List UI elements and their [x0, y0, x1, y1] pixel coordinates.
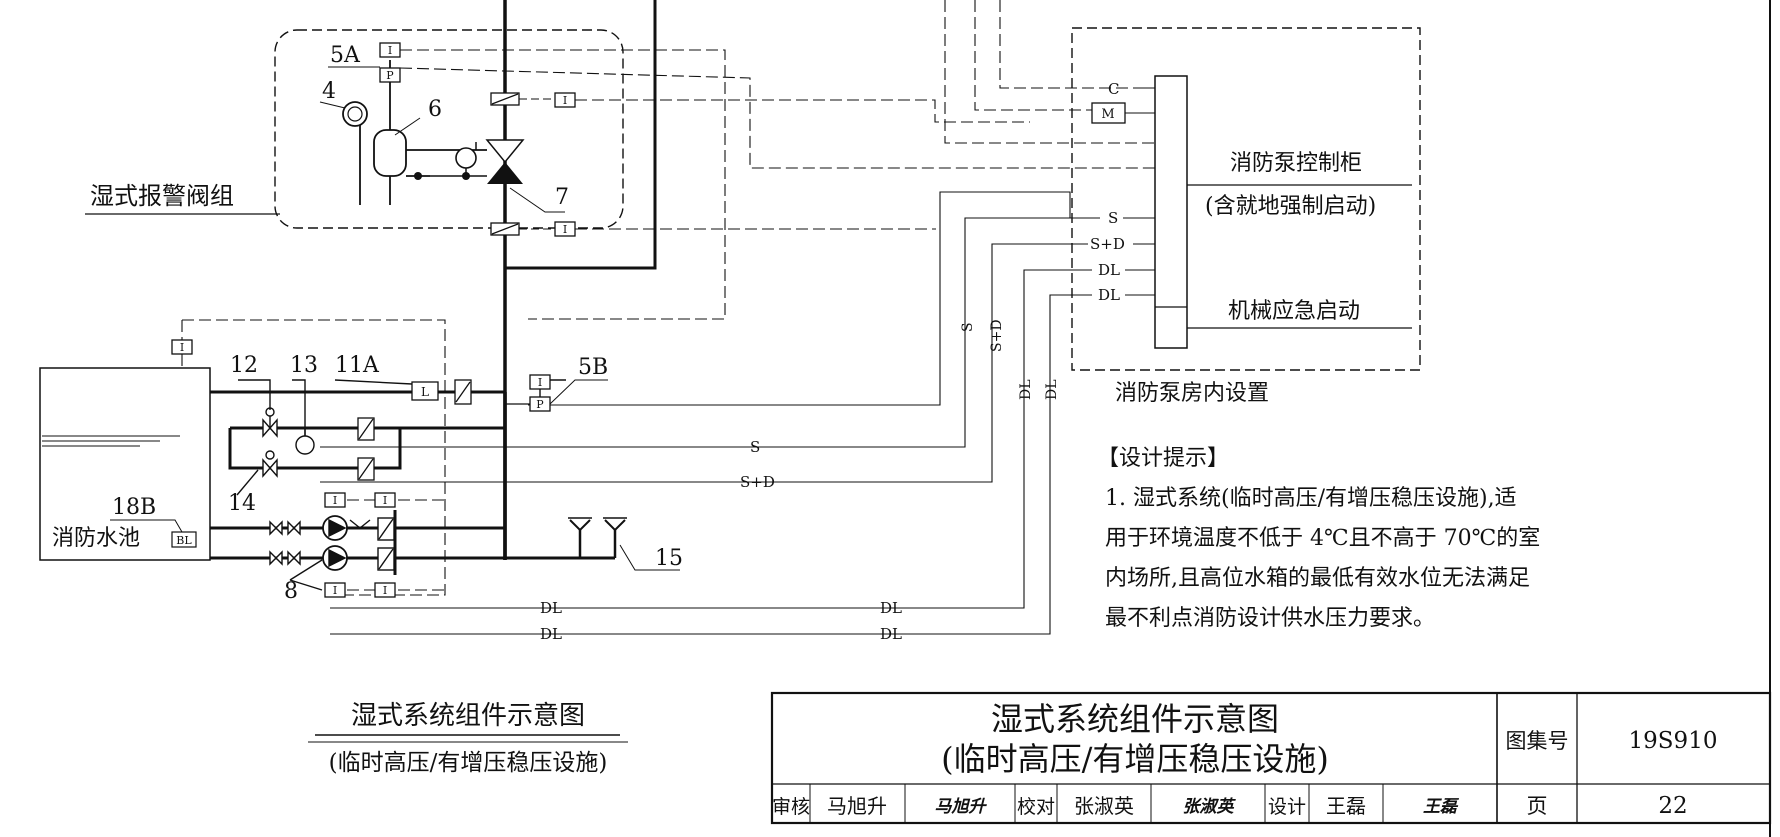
checker-signature: 张淑英 [1183, 797, 1237, 817]
reviewer-signature: 马旭升 [935, 797, 988, 817]
retard-chamber [373, 129, 407, 177]
suction-piping: L [210, 379, 680, 575]
upper-flow-switch [490, 92, 520, 106]
pump-status-tags [324, 492, 396, 598]
design-tips-heading: 【设计提示】 [1097, 446, 1229, 471]
callout-5a: 5A [330, 43, 361, 68]
atlas-label: 图集号 [1506, 729, 1569, 753]
design-tips-line-4: 最不利点消防设计供水压力要求。 [1105, 606, 1435, 631]
page-number: 22 [1658, 793, 1687, 819]
design-tips-line-1: 1. 湿式系统(临时高压/有增压稳压设施),适 [1105, 486, 1517, 511]
cabinet-input-s: S [1108, 209, 1118, 227]
callout-6: 6 [428, 97, 442, 122]
signal-dl-vertical-2: DL [1044, 379, 1060, 400]
signal-dl-a2: DL [880, 599, 902, 617]
page-label: 页 [1527, 794, 1548, 818]
design-tips: 【设计提示】 1. 湿式系统(临时高压/有增压稳压设施),适 用于环境温度不低于… [1097, 446, 1540, 631]
signal-s-vertical: S [960, 322, 976, 332]
valve-group-label: 湿式报警阀组 [90, 182, 234, 210]
fire-pumps [269, 515, 395, 591]
pool-sensor-tag: BL [176, 534, 192, 547]
callout-4: 4 [322, 79, 336, 104]
signal-dl-vertical-1: DL [1018, 379, 1034, 400]
title-block-subtitle: (临时高压/有增压稳压设施) [941, 740, 1329, 778]
signal-s-horizontal: S [750, 438, 760, 456]
control-cabinet-area: C M 消防泵控制柜 (含就地强制启动) 机械应急启动 消防泵房内设置 S S+… [1071, 27, 1421, 406]
tag-p-5b: P [536, 398, 544, 411]
caption-subtitle: (临时高压/有增压稳压设施) [329, 750, 608, 776]
signal-lines [181, 0, 1160, 596]
atlas-number: 19S910 [1629, 728, 1718, 754]
callout-18b: 18B [112, 495, 156, 520]
signal-dl-b2: DL [880, 625, 902, 643]
title-block-title: 湿式系统组件示意图 [991, 700, 1279, 738]
mechanical-start-label: 机械应急启动 [1228, 299, 1360, 324]
flow-switch-tags [519, 92, 576, 237]
cabinet-input-dl2: DL [1098, 286, 1120, 304]
callout-14: 14 [228, 491, 256, 516]
cabinet-input-c: C [1108, 80, 1119, 98]
callout-11a: 11A [335, 353, 380, 378]
callout-8: 8 [284, 579, 298, 604]
designer-signature: 王磊 [1423, 797, 1460, 817]
pressure-switch-5b: P 5B [505, 355, 608, 412]
signal-dl-a1: DL [540, 599, 562, 617]
review-label: 审核 [772, 796, 810, 818]
cabinet-subtitle: (含就地强制启动) [1205, 194, 1376, 219]
design-tips-line-2: 用于环境温度不低于 4℃且不高于 70℃的室 [1105, 526, 1540, 551]
signal-sd-horizontal: S+D [740, 473, 775, 491]
design-tips-line-3: 内场所,且高位水箱的最低有效水位无法满足 [1105, 566, 1530, 591]
caption-title: 湿式系统组件示意图 [351, 701, 585, 731]
callout-5b: 5B [578, 355, 608, 380]
pressure-gauge-4 [342, 101, 368, 127]
title-block: 湿式系统组件示意图 (临时高压/有增压稳压设施) 图集号 19S910 页 22… [770, 691, 1772, 825]
lower-flow-switch [490, 222, 520, 236]
cabinet-input-dl1: DL [1098, 261, 1120, 279]
control-wiring [320, 191, 1155, 635]
cabinet-title: 消防泵控制柜 [1230, 151, 1362, 176]
pump-room-boundary [1071, 27, 1421, 371]
alarm-valve-group: P 5A 4 6 7 湿式报警阀组 [85, 0, 657, 560]
tag-p-5a: P [386, 69, 394, 82]
cabinet-input-sd: S+D [1090, 235, 1125, 253]
reviewer-name: 马旭升 [827, 794, 887, 818]
valve-group-boundary [274, 29, 624, 229]
alarm-valve [485, 139, 525, 184]
checker-name: 张淑英 [1074, 794, 1134, 818]
pump-room-label: 消防泵房内设置 [1115, 381, 1269, 406]
tag-l-11a: L [421, 385, 429, 399]
fire-water-pool: 消防水池 BL 18B [39, 339, 211, 561]
design-label: 设计 [1268, 796, 1306, 818]
check-label: 校对 [1017, 796, 1055, 818]
callout-12: 12 [230, 353, 258, 378]
pool-label: 消防水池 [52, 526, 140, 551]
signal-dl-b1: DL [540, 625, 562, 643]
callout-7: 7 [555, 185, 569, 210]
designer-name: 王磊 [1326, 794, 1366, 818]
signal-sd-vertical: S+D [989, 319, 1005, 352]
tag-m: M [1101, 107, 1114, 122]
valve-cluster [236, 379, 566, 496]
figure-caption: 湿式系统组件示意图 (临时高压/有增压稳压设施) [308, 701, 628, 776]
callout-13: 13 [290, 353, 318, 378]
callout-15: 15 [655, 546, 683, 571]
control-cabinet [1154, 75, 1188, 349]
